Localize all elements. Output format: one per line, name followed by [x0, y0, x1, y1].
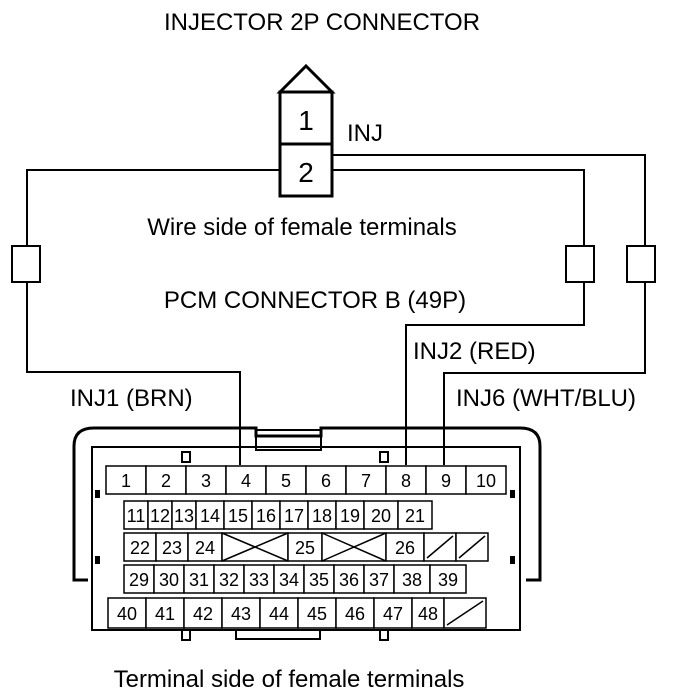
- pcm-pin-cell: [223, 500, 253, 530]
- pcm-pin-number: 17: [284, 506, 304, 526]
- pcm-pin-number: 44: [269, 604, 289, 624]
- pcm-pin-cell: [213, 564, 245, 594]
- injector-pin-2: 2: [298, 157, 314, 188]
- pcm-pin-number: 46: [345, 604, 365, 624]
- wire-connectors: [11, 245, 656, 283]
- pcm-pin-number: 20: [371, 506, 391, 526]
- pcm-pin-number: 40: [117, 604, 137, 624]
- inj6-wire-label: INJ6 (WHT/BLU): [456, 385, 636, 412]
- pcm-pin-cell: [411, 597, 445, 629]
- pcm-pin-cell: [305, 465, 347, 495]
- pcm-pin-cell: [287, 532, 323, 562]
- blank-pin-cross: [221, 532, 289, 562]
- pcm-pin-number: 43: [231, 604, 251, 624]
- inline-connector-inj6: [626, 245, 656, 283]
- pcm-pin-number: 22: [130, 538, 150, 558]
- blank-pin-cross: [321, 532, 387, 562]
- pcm-pin-number: 30: [159, 570, 179, 590]
- blank-pin-slash: [446, 600, 484, 626]
- pcm-pin-number: 47: [383, 604, 403, 624]
- pcm-pin-number: 8: [401, 471, 411, 491]
- pcm-pin-number: 38: [402, 570, 422, 590]
- pcm-pin-cell: [183, 597, 223, 629]
- pcm-pin-number: 48: [418, 604, 438, 624]
- pcm-pin-number: 11: [127, 506, 146, 526]
- injector-pin-1: 1: [298, 105, 314, 136]
- pcm-pin-number: 24: [195, 538, 215, 558]
- inj1-wire-label: INJ1 (BRN): [70, 385, 193, 412]
- inline-connector-inj1: [11, 245, 41, 283]
- pcm-pin-number: 23: [162, 538, 182, 558]
- pcm-pin-cell: [243, 564, 275, 594]
- pcm-pin-number: 5: [281, 471, 291, 491]
- blank-pin-slash: [426, 535, 454, 559]
- pcm-pin-number: 18: [312, 506, 332, 526]
- pcm-pin-cell: [153, 564, 185, 594]
- pcm-pin-number: 2: [161, 471, 171, 491]
- injector-connector-title: INJECTOR 2P CONNECTOR: [164, 9, 480, 36]
- pcm-pin-number: 32: [219, 570, 239, 590]
- pcm-pin-cell: [373, 597, 413, 629]
- pcm-pin-cell: [123, 500, 149, 530]
- pcm-pin-number: 14: [200, 506, 220, 526]
- pcm-pin-number: 29: [129, 570, 149, 590]
- pcm-pin-number: 4: [241, 471, 251, 491]
- pcm-pin-cell: [307, 500, 337, 530]
- pcm-pin-number: 41: [155, 604, 175, 624]
- pcm-pin-number: 37: [369, 570, 389, 590]
- pcm-connector-label: PCM CONNECTOR B (49P): [164, 287, 466, 314]
- pcm-housing-latches: [181, 451, 389, 641]
- pcm-pin-number: 25: [295, 538, 315, 558]
- pcm-pin-number: 13: [174, 506, 194, 526]
- pcm-pin-number: 1: [121, 471, 131, 491]
- pcm-pin-number: 21: [405, 506, 425, 526]
- pcm-pin-number: 33: [249, 570, 269, 590]
- pcm-pin-number: 12: [150, 506, 170, 526]
- pcm-connector-housing: [72, 426, 542, 640]
- terminal-side-label: Terminal side of female terminals: [114, 666, 465, 693]
- pcm-pin-cell: [221, 597, 261, 629]
- blank-pin-slash: [458, 535, 486, 559]
- pcm-pin-number: 15: [228, 506, 248, 526]
- pcm-pin-number: 26: [395, 538, 415, 558]
- pcm-pin-cell: [107, 597, 147, 629]
- pcm-pin-number: 34: [279, 570, 299, 590]
- inline-connector-inj2: [565, 245, 595, 283]
- pcm-pin-number: 35: [309, 570, 329, 590]
- pcm-pin-number: 9: [441, 471, 451, 491]
- inj2-wire-label: INJ2 (RED): [413, 338, 536, 365]
- pcm-pin-cell: [429, 564, 467, 594]
- pcm-housing-tabs: [95, 490, 515, 564]
- pcm-pin-number: 39: [438, 570, 458, 590]
- pcm-pin-cell: [393, 564, 431, 594]
- pcm-pin-number: 16: [256, 506, 276, 526]
- pcm-pin-number: 7: [361, 471, 371, 491]
- pcm-pin-number: 19: [340, 506, 360, 526]
- pcm-pin-cell: [187, 532, 223, 562]
- wire-paths: [26, 154, 646, 465]
- wire-side-label: Wire side of female terminals: [147, 214, 456, 241]
- pcm-pin-cell: [155, 532, 189, 562]
- pcm-pin-cell: [147, 500, 173, 530]
- pcm-pin-cell: [465, 465, 507, 495]
- pcm-pin-number: 3: [201, 471, 211, 491]
- pcm-pin-cell: [397, 500, 433, 530]
- pcm-pin-number: 42: [193, 604, 213, 624]
- pcm-pin-cell: [297, 597, 337, 629]
- pcm-pin-cell: [195, 500, 225, 530]
- pcm-pin-cell: [251, 500, 281, 530]
- pcm-pin-cell: [425, 465, 467, 495]
- pcm-pin-number: 45: [307, 604, 327, 624]
- pcm-pin-number: 31: [189, 570, 209, 590]
- pcm-pin-cell: [303, 564, 335, 594]
- inj-label: INJ: [347, 120, 383, 147]
- pcm-pin-number: 36: [339, 570, 359, 590]
- pcm-pin-number: 6: [321, 471, 331, 491]
- pcm-pin-cell: [225, 465, 267, 495]
- pcm-pin-number: 10: [476, 471, 496, 491]
